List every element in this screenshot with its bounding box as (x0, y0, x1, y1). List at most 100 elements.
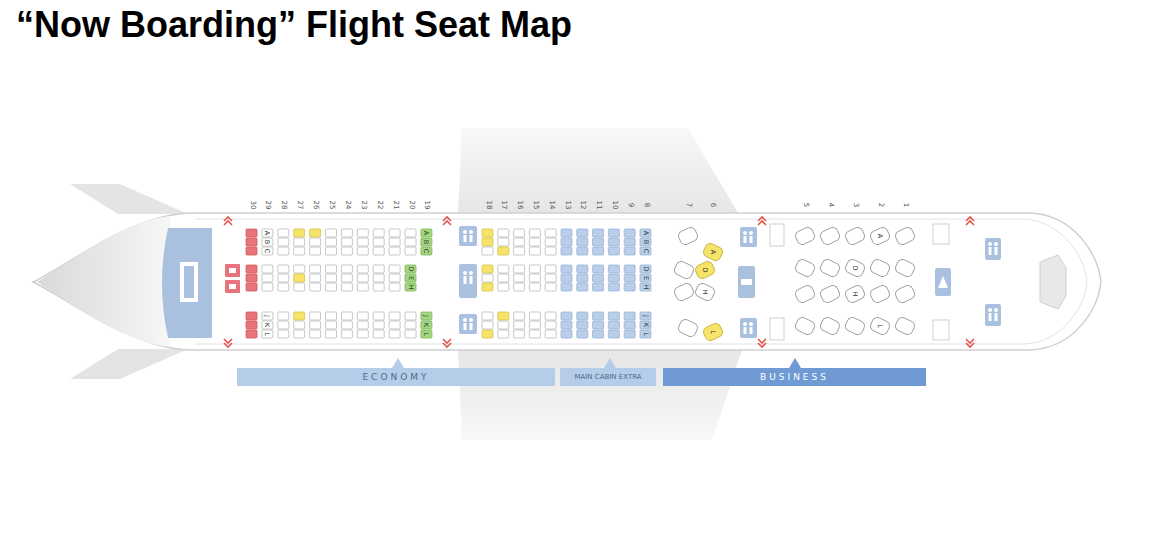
row-number: 2 (877, 203, 884, 207)
business-seat (794, 316, 816, 336)
extra-legroom-seat (498, 321, 509, 329)
seat-letter: A (877, 234, 884, 238)
row-number: 15 (531, 201, 538, 210)
row-number: 12 (579, 201, 586, 210)
economy-seat (373, 312, 384, 320)
extra-legroom-seat (545, 321, 556, 329)
economy-seat (341, 265, 352, 273)
extra-legroom-seat (624, 330, 635, 338)
extra-legroom-seat (498, 229, 509, 237)
business-seat (702, 242, 724, 262)
economy-seat (294, 247, 305, 255)
economy-seat (278, 283, 289, 291)
cabin-section-band: MAIN CABIN EXTRA (560, 368, 656, 386)
seat-letter: K (264, 323, 271, 327)
extra-legroom-seat (529, 312, 540, 320)
business-seat (794, 258, 816, 278)
extra-legroom-seat (529, 330, 540, 338)
lavatory (985, 238, 1001, 260)
extra-legroom-seat (577, 330, 588, 338)
row-number: 16 (516, 201, 523, 210)
economy-seat (326, 265, 337, 273)
extra-legroom-seat (608, 229, 619, 237)
economy-seat (294, 265, 305, 273)
extra-legroom-seat (545, 330, 556, 338)
business-seat (819, 316, 841, 336)
economy-seat (373, 283, 384, 291)
business-seat (673, 260, 695, 280)
extra-legroom-seat (482, 238, 493, 246)
row-number: 28 (280, 201, 287, 210)
economy-seat (310, 312, 321, 320)
seat-letter: J (642, 315, 649, 317)
economy-seat (294, 238, 305, 246)
seat-letter: A (642, 231, 649, 235)
economy-seat (326, 330, 337, 338)
row-number: 9 (626, 203, 633, 207)
economy-seat (421, 238, 432, 246)
lavatory (740, 318, 757, 338)
extra-legroom-seat (545, 283, 556, 291)
economy-seat (246, 321, 257, 329)
extra-legroom-seat (545, 312, 556, 320)
economy-seat (326, 283, 337, 291)
economy-seat (262, 283, 273, 291)
economy-seat (278, 265, 289, 273)
seat-letter: L (710, 330, 717, 334)
seat-letter: D (642, 266, 649, 271)
economy-seat (405, 321, 416, 329)
extra-legroom-seat (608, 247, 619, 255)
economy-seat (389, 247, 400, 255)
economy-seat (278, 330, 289, 338)
business-seat (894, 284, 916, 304)
row-number: 24 (343, 201, 350, 210)
economy-seat (326, 247, 337, 255)
lavatory-icon (741, 231, 753, 334)
economy-seat (246, 274, 257, 282)
row-number: 30 (248, 201, 255, 210)
lavatory-icon (229, 284, 236, 289)
extra-legroom-seat (608, 265, 619, 273)
business-seat (819, 226, 841, 246)
business-seat (677, 226, 699, 246)
row-number: 8 (642, 203, 649, 207)
extra-legroom-seat (577, 238, 588, 246)
extra-legroom-seat (624, 229, 635, 237)
seat-letter: H (642, 285, 649, 290)
extra-legroom-seat (640, 330, 651, 338)
extra-legroom-seat (514, 312, 525, 320)
extra-legroom-seat (624, 312, 635, 320)
economy-seat (389, 312, 400, 320)
economy-seat (421, 247, 432, 255)
economy-seat (373, 238, 384, 246)
extra-legroom-seat (529, 238, 540, 246)
economy-seat (421, 312, 432, 320)
economy-seat (405, 312, 416, 320)
seat-letter: E (407, 276, 414, 280)
extra-legroom-seat (593, 330, 604, 338)
extra-legroom-seat (514, 229, 525, 237)
economy-seat (341, 312, 352, 320)
economy-seat (246, 238, 257, 246)
extra-legroom-seat (561, 312, 572, 320)
economy-seat (310, 229, 321, 237)
extra-legroom-seat (529, 247, 540, 255)
galley-icon (184, 266, 194, 298)
row-number: 29 (264, 201, 271, 210)
business-seat (844, 226, 866, 246)
extra-legroom-seat (577, 229, 588, 237)
wing (458, 128, 738, 213)
economy-seat (310, 274, 321, 282)
economy-seat (278, 321, 289, 329)
section-name: MAIN CABIN EXTRA (574, 373, 641, 381)
business-seat (694, 282, 716, 302)
economy-seat (326, 274, 337, 282)
extra-legroom-seat (577, 274, 588, 282)
extra-legroom-seat (482, 274, 493, 282)
extra-legroom-seat (514, 247, 525, 255)
extra-legroom-seat (498, 283, 509, 291)
economy-seat (326, 229, 337, 237)
row-number: 27 (296, 201, 303, 210)
